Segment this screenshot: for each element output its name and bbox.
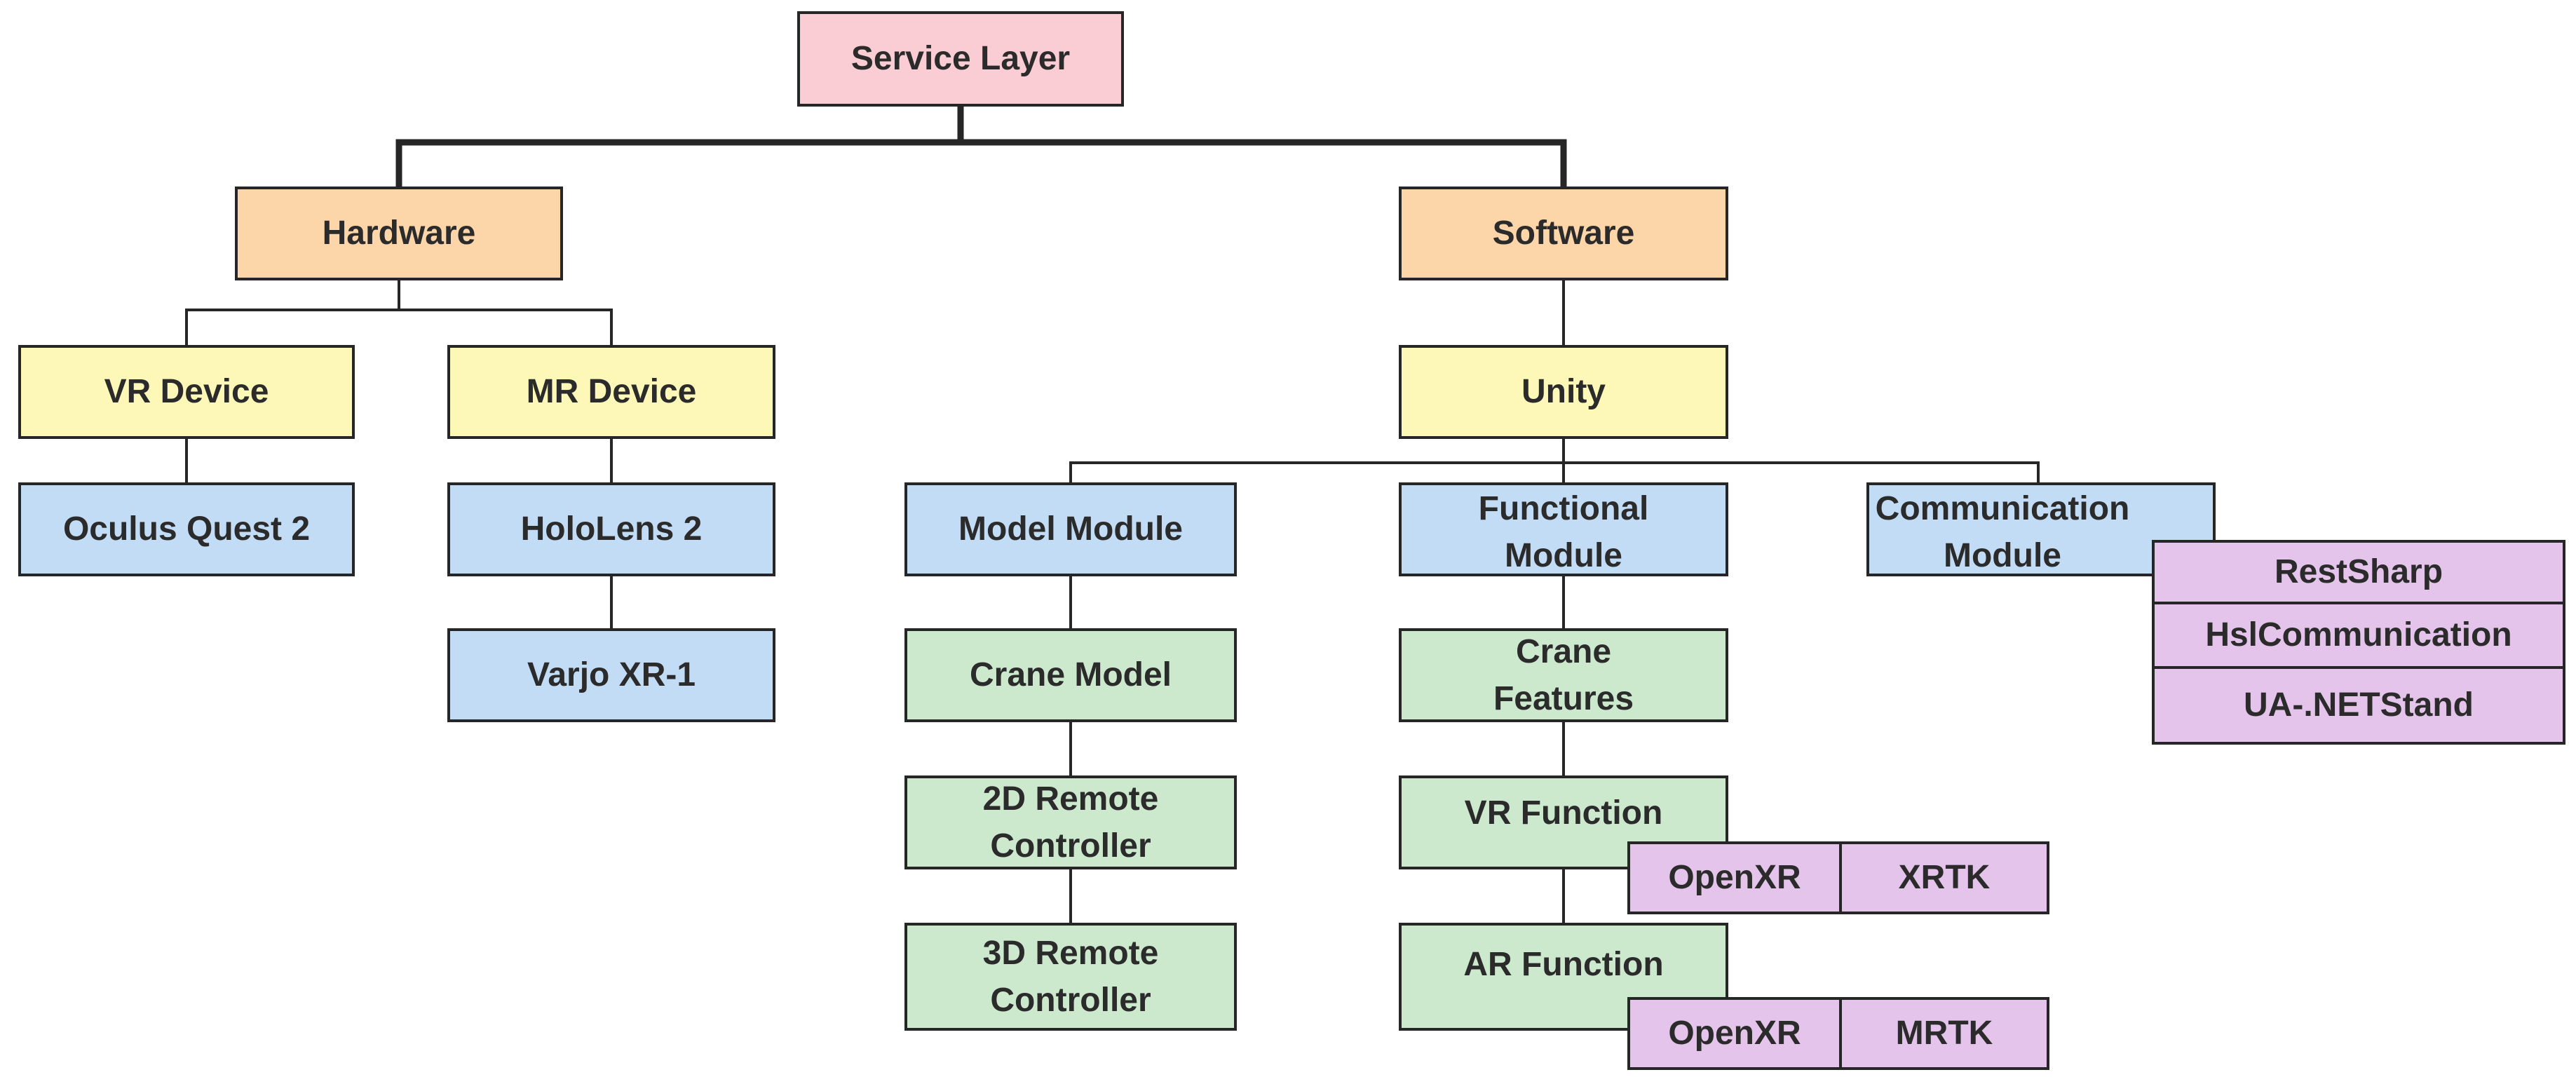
restsharp-node: RestSharp <box>2152 540 2565 604</box>
hololens-2-node: HoloLens 2 <box>447 482 775 576</box>
software-node: Software <box>1399 187 1728 280</box>
communication-module-node: Communication Module <box>1866 482 2216 576</box>
openxr-vr-node: OpenXR <box>1627 841 1842 914</box>
vr-function-node: VR Function <box>1399 775 1728 869</box>
varjo-xr1-node: Varjo XR-1 <box>447 628 775 722</box>
crane-model-node: Crane Model <box>904 628 1237 722</box>
hslcommunication-node: HslCommunication <box>2152 602 2565 669</box>
openxr-ar-node: OpenXR <box>1627 997 1842 1070</box>
mrtk-node: MRTK <box>1839 997 2049 1070</box>
mr-device-node: MR Device <box>447 345 775 439</box>
3d-remote-controller-node: 3D Remote Controller <box>904 923 1237 1031</box>
service-layer-node: Service Layer <box>797 11 1124 107</box>
unity-node: Unity <box>1399 345 1728 439</box>
vr-device-node: VR Device <box>18 345 355 439</box>
model-module-node: Model Module <box>904 482 1237 576</box>
functional-module-node: Functional Module <box>1399 482 1728 576</box>
oculus-quest-2-node: Oculus Quest 2 <box>18 482 355 576</box>
hardware-node: Hardware <box>235 187 563 280</box>
crane-features-node: Crane Features <box>1399 628 1728 722</box>
xrtk-node: XRTK <box>1839 841 2049 914</box>
ua-netstand-node: UA-.NETStand <box>2152 666 2565 745</box>
2d-remote-controller-node: 2D Remote Controller <box>904 775 1237 869</box>
